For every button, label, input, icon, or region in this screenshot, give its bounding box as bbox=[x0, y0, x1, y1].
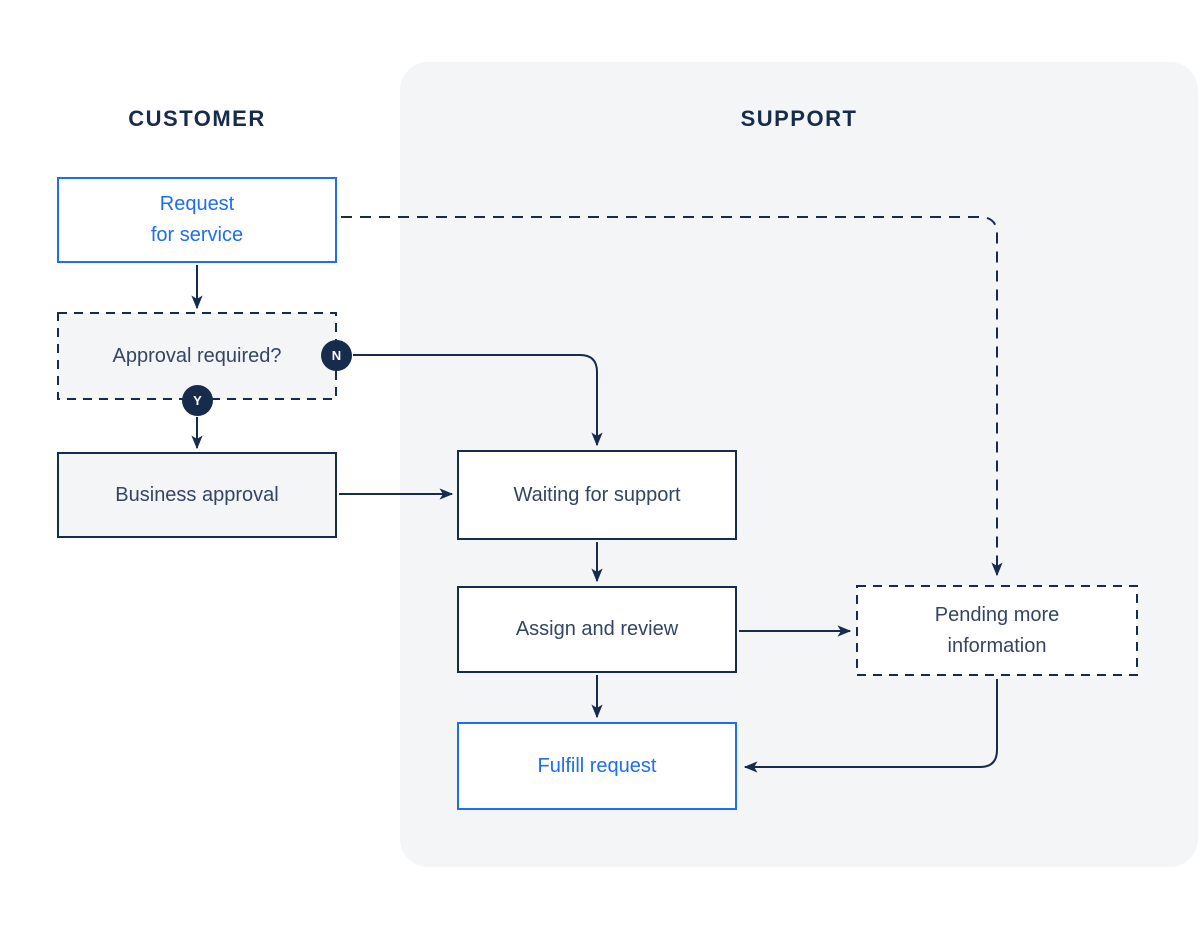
node-waiting-for-support: Waiting for support bbox=[457, 450, 737, 540]
branch-badge-yes: Y bbox=[182, 385, 213, 416]
pending-more-information-box-outline bbox=[856, 585, 1138, 676]
connector-pending-to-fulfill bbox=[743, 679, 998, 773]
branch-badge-no: N bbox=[321, 340, 352, 371]
lane-title-support: SUPPORT bbox=[740, 106, 858, 131]
node-request-for-service: Request for service bbox=[57, 177, 337, 263]
connector-request-to-pending-dashed bbox=[341, 216, 1003, 577]
node-approval-required: Approval required? bbox=[112, 344, 282, 367]
node-fulfill-request: Fulfill request bbox=[457, 722, 737, 810]
connector-n-to-waiting bbox=[353, 354, 603, 447]
node-business-approval: Business approval bbox=[57, 452, 337, 538]
node-assign-and-review: Assign and review bbox=[457, 586, 737, 673]
lane-title-customer: CUSTOMER bbox=[128, 106, 266, 131]
node-pending-more-information: Pending more information bbox=[934, 603, 1060, 657]
